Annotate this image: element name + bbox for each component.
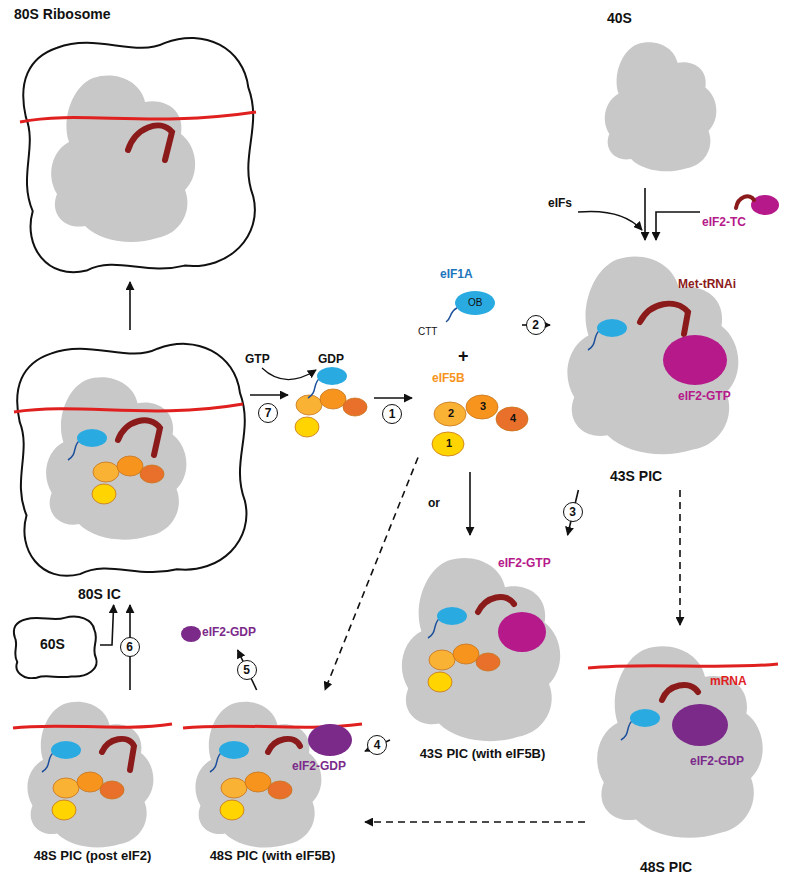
node-text: CTT [418, 326, 437, 338]
ribosome-state: 48S PIC (post eIF2) [10, 690, 175, 878]
node-text: 43S PIC [610, 468, 662, 484]
ternary-complex: eIF2-TC [700, 192, 785, 234]
ribosome-80s-ic [14, 344, 246, 576]
node-label: eIF1A [440, 268, 473, 282]
ribosome-43s [567, 257, 738, 455]
ribosome-state: eIF2-GDP 48S PIC (with eIF5B) [180, 690, 365, 878]
node-label: eIF2-GDP [292, 760, 346, 774]
step-arrow [469, 472, 471, 535]
node-label: eIF2-GDP [202, 626, 256, 640]
eifs-arrow [578, 211, 642, 230]
node-text: 43S PIC (with eIF5B) [415, 747, 550, 761]
node-label: 80S Ribosome [14, 6, 110, 22]
plus-sign: + [458, 346, 469, 367]
step-arrow [679, 490, 681, 625]
released-factors [250, 367, 412, 437]
node-text: 3 [478, 400, 488, 413]
node-label: eIF2-TC [702, 216, 746, 230]
node-text: eIF2-GTP [678, 390, 731, 404]
nucleotide-label: GDP [318, 352, 344, 366]
callout-number: 5 [237, 660, 257, 680]
ribosome-subunit: 60S [8, 610, 100, 680]
node-text: 2 [446, 407, 456, 420]
or-label: or [428, 496, 440, 510]
node-text: eIF2-GDP [690, 755, 744, 769]
node-text: 48S PIC (with eIF5B) [205, 849, 340, 863]
factor-eif5b: eIF5B 2 3 4 1 [418, 372, 536, 472]
ribosome-subunit: 40S [585, 8, 735, 188]
released-factor: eIF2-GDP [178, 618, 270, 650]
ribosome-43s-eif5b [402, 558, 560, 741]
step-arrow [129, 282, 131, 330]
ribosome-80s [20, 38, 256, 272]
callout-number: 7 [258, 403, 278, 423]
ribosome-state: 80S Ribosome [8, 6, 270, 282]
node-label: Met-tRNAi [678, 278, 736, 292]
ribosome-48s-post [13, 702, 172, 848]
node-label: eIF5B [432, 372, 465, 386]
eif2-gdp-oval [181, 626, 201, 642]
node-text: 48S PIC [640, 859, 692, 875]
ribosome-state: mRNA eIF2-GDP 48S PIC [585, 625, 780, 877]
node-label: mRNA [710, 675, 747, 689]
factor-label: eIFs [548, 196, 572, 210]
nucleotide-label: GTP [245, 352, 270, 366]
ribosome-48s-eif5b [183, 702, 362, 848]
step-arrow [656, 212, 700, 240]
ribosome-state: eIF2-GTP 43S PIC (with eIF5B) [390, 535, 575, 785]
ribosome-state: Met-tRNAi eIF2-GTP 43S PIC [550, 240, 765, 490]
node-text: OB [468, 297, 482, 309]
node-label: 80S IC [78, 586, 121, 602]
subunit-60s [14, 617, 97, 679]
callout-number: 4 [367, 735, 387, 755]
node-label: eIF2-GTP [498, 557, 551, 571]
step-arrow [100, 605, 114, 645]
step-arrow [644, 188, 646, 240]
step-arrow [238, 650, 257, 690]
subunit-40s [605, 42, 717, 171]
eif2-tc [736, 195, 779, 215]
node-label: 48S PIC (post eIF2) [25, 849, 160, 863]
node-label: 40S [607, 10, 632, 26]
callout-number: 3 [563, 502, 583, 522]
factor-eif1a: eIF1A OB CTT [418, 268, 522, 352]
step-arrow [325, 458, 418, 691]
ribosome-48s [588, 646, 778, 837]
ribosome-state: 80S IC [8, 330, 248, 605]
callout-number: 6 [120, 637, 140, 657]
free-factors [432, 291, 528, 456]
callout-number: 1 [382, 404, 402, 424]
node-text: 4 [508, 412, 518, 425]
node-text: 1 [444, 437, 454, 450]
step-arrow [365, 821, 585, 823]
callout-number: 2 [526, 315, 546, 335]
node-label: 60S [40, 636, 65, 652]
